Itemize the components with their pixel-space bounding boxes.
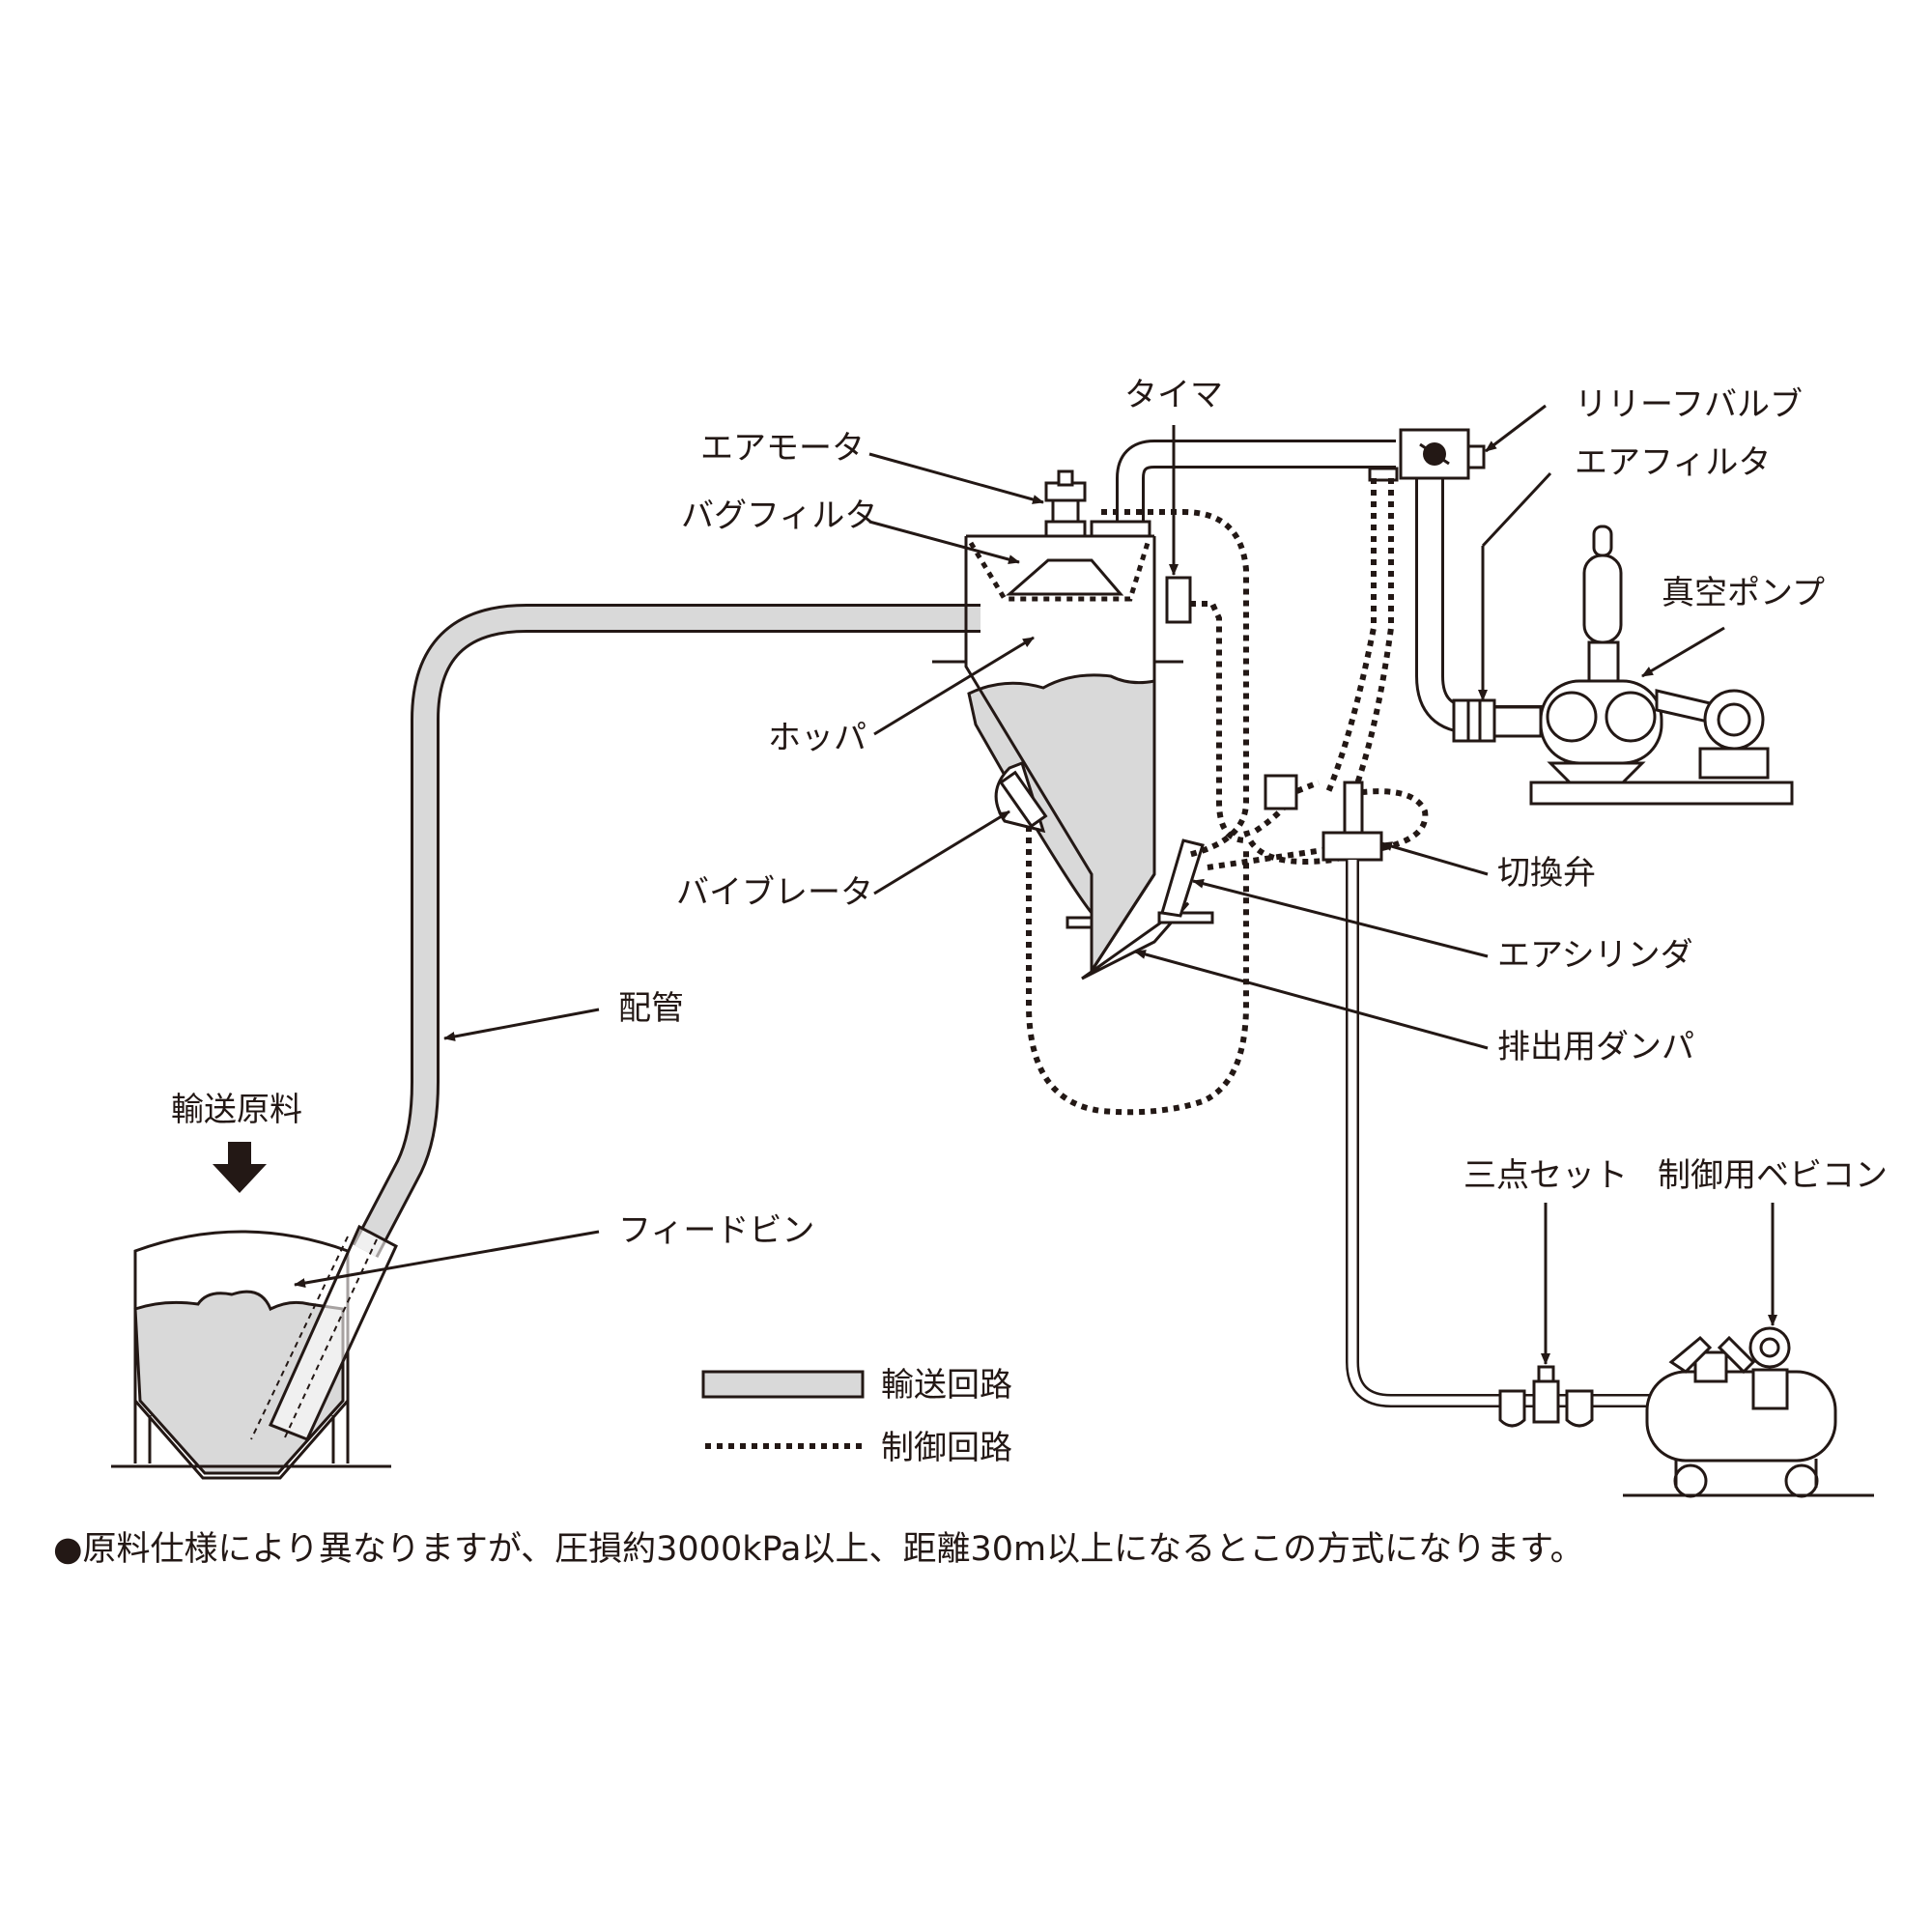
label-control-bebicon: 制御用ベビコン [1658,1156,1888,1195]
hopper [932,534,1183,977]
label-relief-valve: リリーフバルブ [1575,385,1803,424]
leader-lines [294,404,1777,1365]
timer [1165,576,1192,624]
label-transport-material: 輸送原料 [171,1091,302,1129]
legend: 輸送回路 制御回路 [701,1366,1012,1467]
label-piping: 配管 [618,989,684,1028]
three-point-set [1498,1365,1594,1428]
feed-bin [111,1224,398,1480]
vacuum-pump [1452,525,1794,806]
label-air-cylinder: エアシリンダ [1497,936,1693,975]
label-vacuum-pump: 真空ポンプ [1662,574,1825,612]
air-cylinder [1160,838,1205,918]
legend-transport-label: 輸送回路 [881,1366,1012,1405]
compressor [1623,1326,1874,1498]
label-air-filter: エアフィルタ [1575,443,1771,482]
label-discharge-damper: 排出用ダンパ [1497,1028,1694,1066]
bag-filter-cone [1006,558,1124,596]
bag-filter [968,541,1151,602]
air-motor [1044,469,1151,538]
label-hopper: ホッパ [768,719,867,757]
transport-pipes [352,440,1546,1258]
relief-valve [1368,428,1486,482]
control-circuit-lines [1026,478,1429,1116]
label-three-point-set: 三点セット [1463,1156,1628,1195]
material-input-arrow [213,1142,267,1193]
label-air-motor: エアモータ [700,429,865,468]
label-timer: タイマ [1124,376,1223,414]
label-switch-valve: 切換弁 [1497,854,1596,893]
legend-transport-swatch [701,1370,865,1399]
switching-valve [1264,774,1383,862]
footnote: ●原料仕様により異なりますが、圧損約3000kPa以上、距離30m以上になるとこ… [53,1530,1584,1569]
label-feed-bin: フィードビン [618,1211,814,1250]
label-vibrator: バイブレータ [676,873,873,912]
legend-control-label: 制御回路 [881,1429,1012,1467]
label-bag-filter: バグフィルタ [681,497,877,535]
